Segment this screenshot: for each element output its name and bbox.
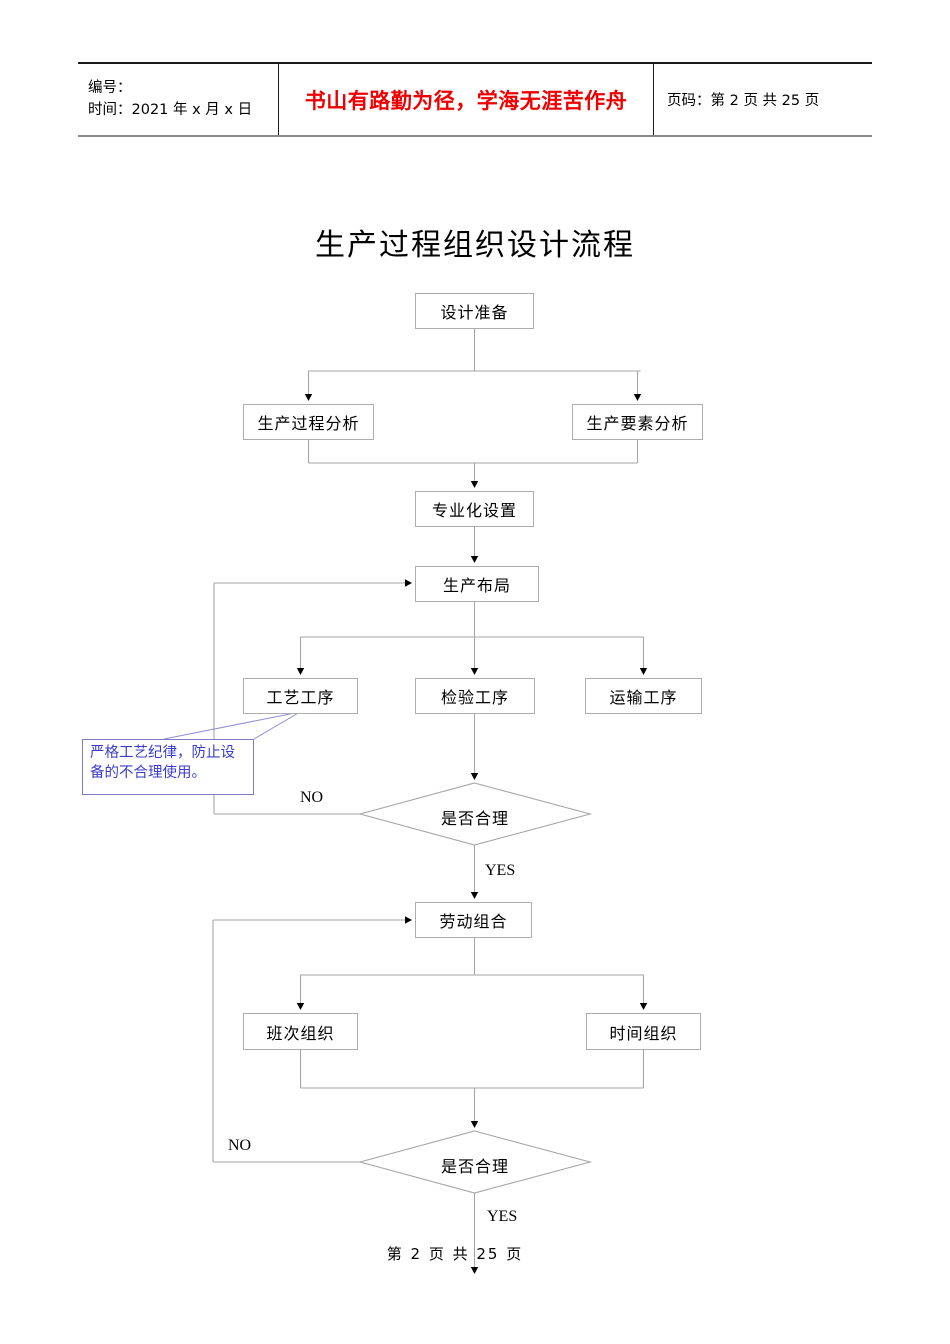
- node-transport-operation: 运输工序: [585, 678, 702, 714]
- node-process-operation: 工艺工序: [243, 678, 358, 714]
- header-cell-meta: 编号： 时间：2021 年 x 月 x 日: [78, 64, 278, 135]
- callout-note: 严格工艺纪律，防止设备的不合理使用。: [82, 739, 254, 795]
- edge-label-yes-2: YES: [487, 1208, 518, 1225]
- header-cell-motto: 书山有路勤为径，学海无涯苦作舟: [278, 64, 653, 135]
- node-decision-reasonable-2: 是否合理: [440, 1157, 509, 1176]
- node-decision-reasonable-1: 是否合理: [440, 809, 509, 828]
- footer-page-number: 第 2 页 共 25 页: [386, 1245, 524, 1263]
- header-meta-text: 编号： 时间：2021 年 x 月 x 日: [88, 80, 253, 118]
- node-production-process-analysis: 生产过程分析: [243, 404, 374, 440]
- header-page-text: 页码：第 2 页 共 25 页: [667, 93, 820, 109]
- node-labor-combination: 劳动组合: [415, 902, 532, 938]
- header-cell-page: 页码：第 2 页 共 25 页: [653, 64, 872, 135]
- edge-label-no-1: NO: [300, 789, 324, 806]
- node-production-factor-analysis: 生产要素分析: [572, 404, 703, 440]
- node-production-layout: 生产布局: [415, 566, 539, 602]
- header-motto-text: 书山有路勤为径，学海无涯苦作舟: [304, 87, 628, 113]
- node-inspection-operation: 检验工序: [415, 678, 535, 714]
- header-table: 编号： 时间：2021 年 x 月 x 日 书山有路勤为径，学海无涯苦作舟 页码…: [78, 62, 872, 137]
- node-shift-organization: 班次组织: [243, 1013, 358, 1050]
- node-specialization-setup: 专业化设置: [415, 491, 534, 527]
- node-design-prep: 设计准备: [415, 293, 534, 329]
- page-title: 生产过程组织设计流程: [315, 228, 635, 263]
- edge-label-no-2: NO: [228, 1137, 252, 1154]
- node-time-organization: 时间组织: [586, 1013, 701, 1050]
- edge-label-yes-1: YES: [485, 862, 516, 879]
